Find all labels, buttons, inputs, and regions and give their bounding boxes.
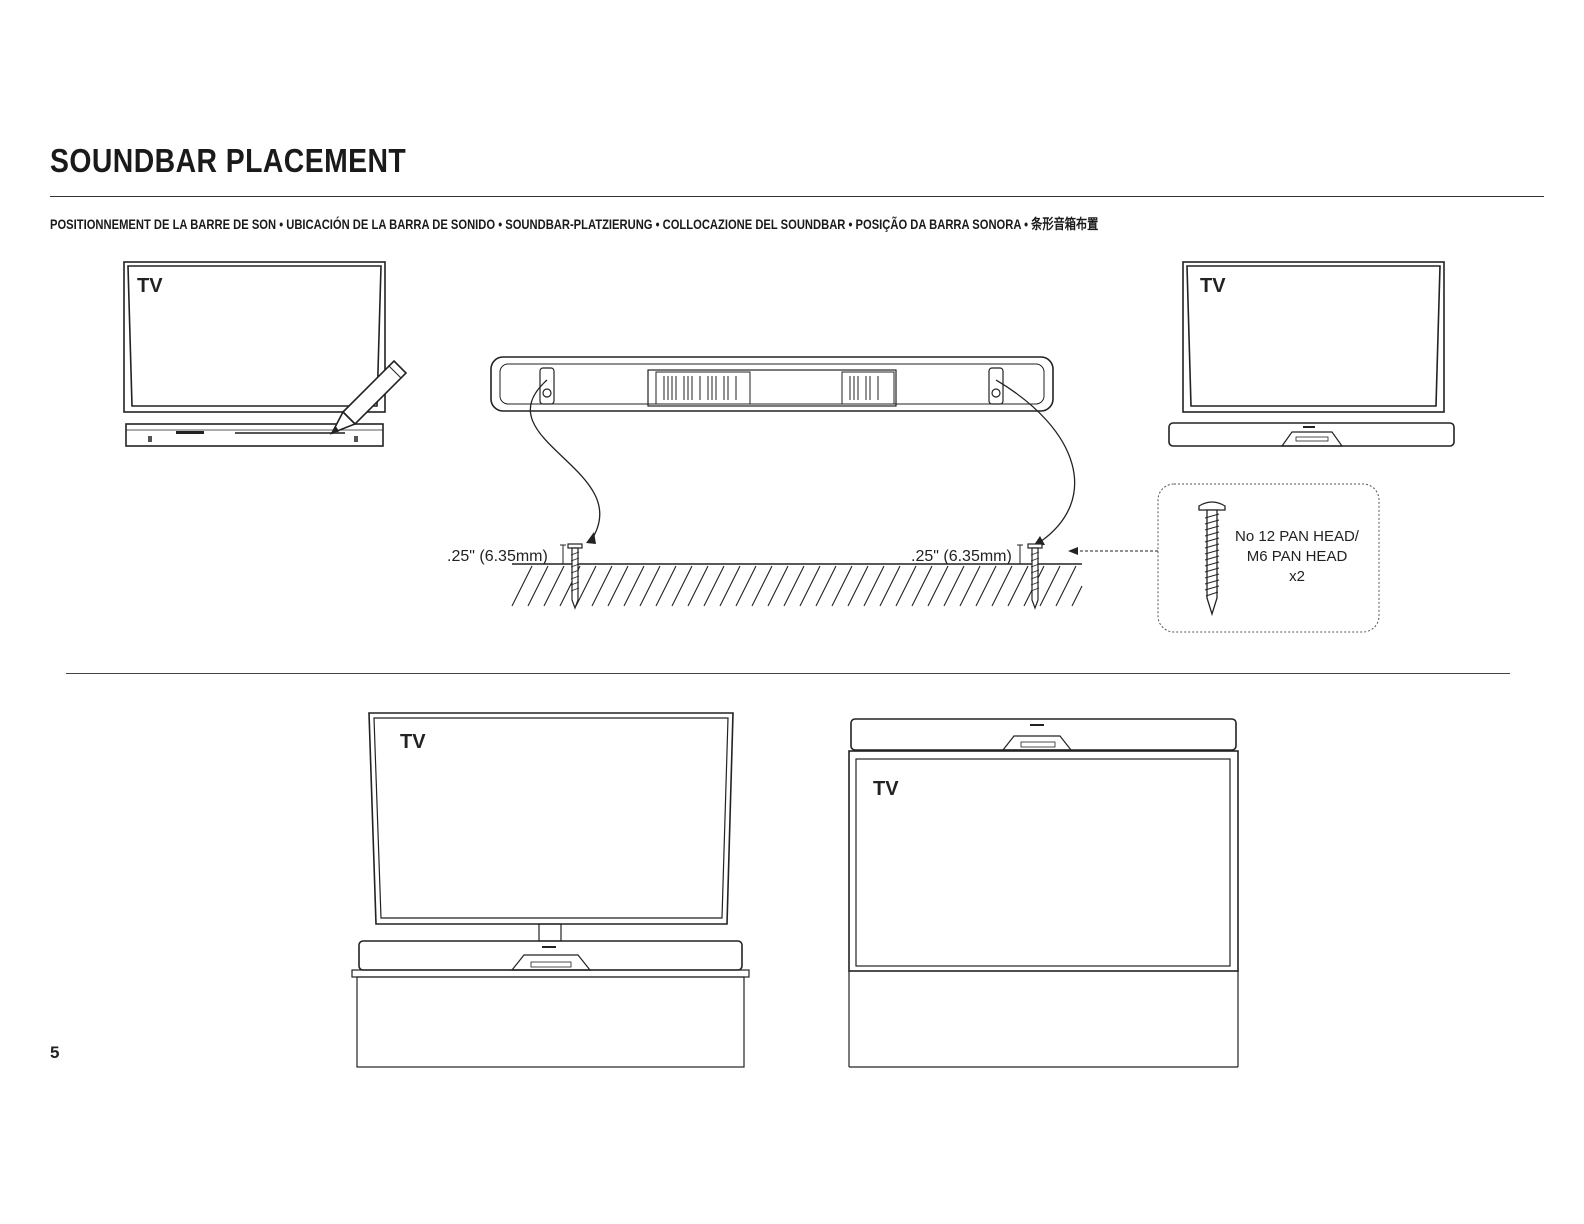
dimension-label-right: .25" (6.35mm) xyxy=(911,548,1012,565)
figure-mounted-above-tv: TV xyxy=(849,719,1238,1067)
media-console xyxy=(357,977,744,1067)
screw-icon xyxy=(1199,502,1225,614)
tv-label: TV xyxy=(1200,275,1226,297)
keyhole-right xyxy=(989,368,1003,404)
screw-callout-line1: No 12 PAN HEAD/ xyxy=(1235,528,1360,545)
tv-label: TV xyxy=(400,731,426,753)
figure-wall-mount: .25" (6.35mm) .25" (6.35mm) xyxy=(447,357,1158,608)
dimension-bracket-left xyxy=(560,545,566,564)
soundbar-front xyxy=(851,719,1236,750)
dimension-bracket-right xyxy=(1017,545,1023,564)
tv-frame xyxy=(849,751,1238,971)
tv-label: TV xyxy=(873,778,899,800)
tv-screen xyxy=(856,759,1230,966)
figure-tabletop-below-tv: TV xyxy=(352,713,749,1067)
figure-mounted-under-tv: TV xyxy=(1169,262,1454,446)
dimension-label-left: .25" (6.35mm) xyxy=(447,548,548,565)
screw-callout: No 12 PAN HEAD/ M6 PAN HEAD x2 xyxy=(1158,484,1379,632)
soundbar-rear xyxy=(491,357,1053,411)
tv-stand-neck xyxy=(539,924,561,941)
screw-callout-line3: x2 xyxy=(1289,568,1305,585)
screw-callout-line2: M6 PAN HEAD xyxy=(1247,548,1348,565)
tv-label: TV xyxy=(137,275,163,297)
media-console-top xyxy=(352,970,749,977)
keyhole-left xyxy=(540,368,554,404)
screw-right xyxy=(1028,544,1042,608)
pencil-icon xyxy=(332,361,406,433)
tv-frame xyxy=(124,262,385,412)
wall-hatching xyxy=(512,566,1082,606)
figure-mark-position: TV xyxy=(124,262,406,446)
tv-screen xyxy=(374,718,728,918)
tv-screen xyxy=(128,266,381,406)
